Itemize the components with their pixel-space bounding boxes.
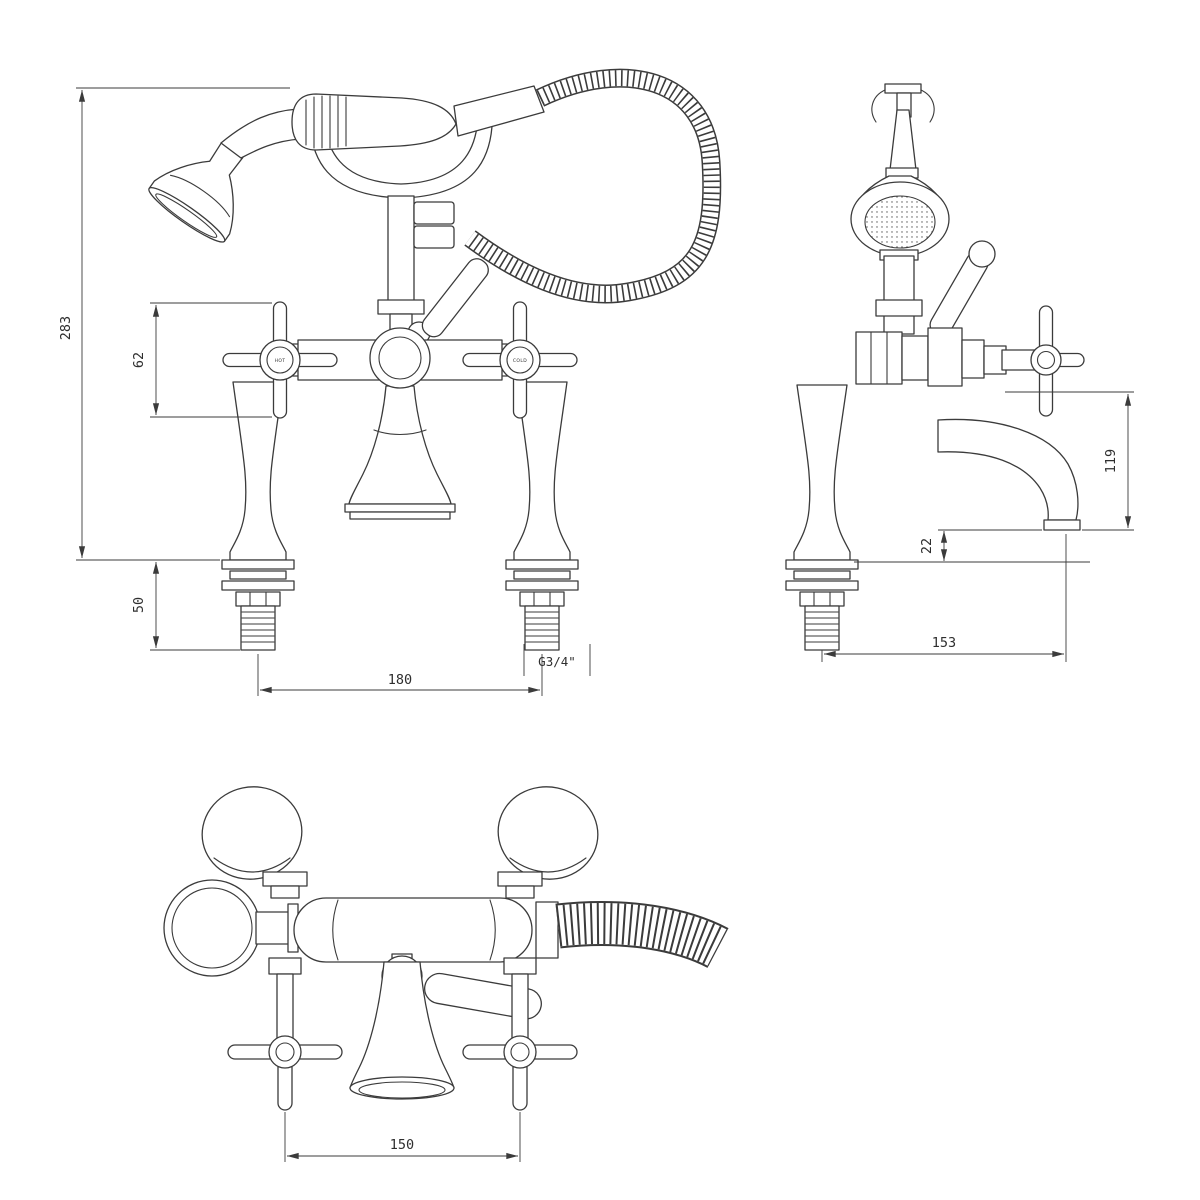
dim-outlet-height: 119 xyxy=(1005,391,1134,531)
riser-column-side xyxy=(875,249,923,335)
dim-outlet-clearance: 22 xyxy=(919,529,1042,562)
grip-ribs xyxy=(305,95,347,149)
svg-text:62: 62 xyxy=(131,352,147,368)
plan-view: 150 xyxy=(163,786,729,1162)
spout-plan xyxy=(349,961,455,1100)
shower-handset-side xyxy=(850,109,950,257)
dim-tap-centres: 180 xyxy=(257,654,543,696)
dim-shank-length: 50 xyxy=(131,561,240,651)
hot-handle-plan xyxy=(227,957,343,1111)
valve-body-side xyxy=(855,327,1007,387)
dim-handle-span: 150 xyxy=(284,1112,521,1162)
dim-spout-projection: 153 xyxy=(821,534,1067,662)
spray-face xyxy=(864,195,936,249)
svg-text:283: 283 xyxy=(58,316,74,340)
dim-handle-height: 62 xyxy=(131,302,272,418)
right-leg-top xyxy=(497,786,599,899)
diverter-lever-side xyxy=(929,240,996,337)
swan-spout xyxy=(937,418,1081,531)
handset-grip xyxy=(291,93,457,151)
svg-text:153: 153 xyxy=(932,635,956,651)
left-leg-top xyxy=(201,786,308,899)
front-elevation-view: HOT COLD 283 62 xyxy=(58,68,722,696)
svg-text:180: 180 xyxy=(388,672,412,688)
svg-text:150: 150 xyxy=(390,1137,414,1153)
hose-plan xyxy=(555,900,729,969)
body-plan xyxy=(293,897,559,963)
hose-elbow-nut xyxy=(413,225,455,249)
cold-handle-plan xyxy=(462,957,578,1111)
handset-head xyxy=(148,142,244,243)
svg-text:50: 50 xyxy=(131,597,147,613)
svg-text:G3/4": G3/4" xyxy=(538,654,576,669)
right-inlet-shank xyxy=(505,559,579,651)
inlet-shank-side xyxy=(785,559,859,651)
leg-side xyxy=(793,384,851,561)
svg-text:22: 22 xyxy=(919,538,935,554)
side-elevation-view: 119 22 153 xyxy=(785,83,1134,662)
hose-elbow-nut xyxy=(413,201,455,225)
cold-handle: COLD xyxy=(462,301,578,419)
shower-hose xyxy=(464,68,722,304)
dim-overall-height: 283 xyxy=(58,87,290,561)
handset-neck xyxy=(220,108,301,159)
svg-text:119: 119 xyxy=(1103,449,1119,473)
thread-size-callout: G3/4" xyxy=(523,644,591,676)
cross-handle-side xyxy=(1001,305,1085,417)
hot-label: HOT xyxy=(275,358,286,364)
cold-label: COLD xyxy=(513,358,527,364)
bath-spout xyxy=(344,385,456,520)
shower-handset xyxy=(148,85,545,243)
hot-handle: HOT xyxy=(222,301,338,419)
hose-coupler-cone xyxy=(453,85,545,137)
wall-flange xyxy=(163,879,299,977)
left-inlet-shank xyxy=(221,559,295,651)
